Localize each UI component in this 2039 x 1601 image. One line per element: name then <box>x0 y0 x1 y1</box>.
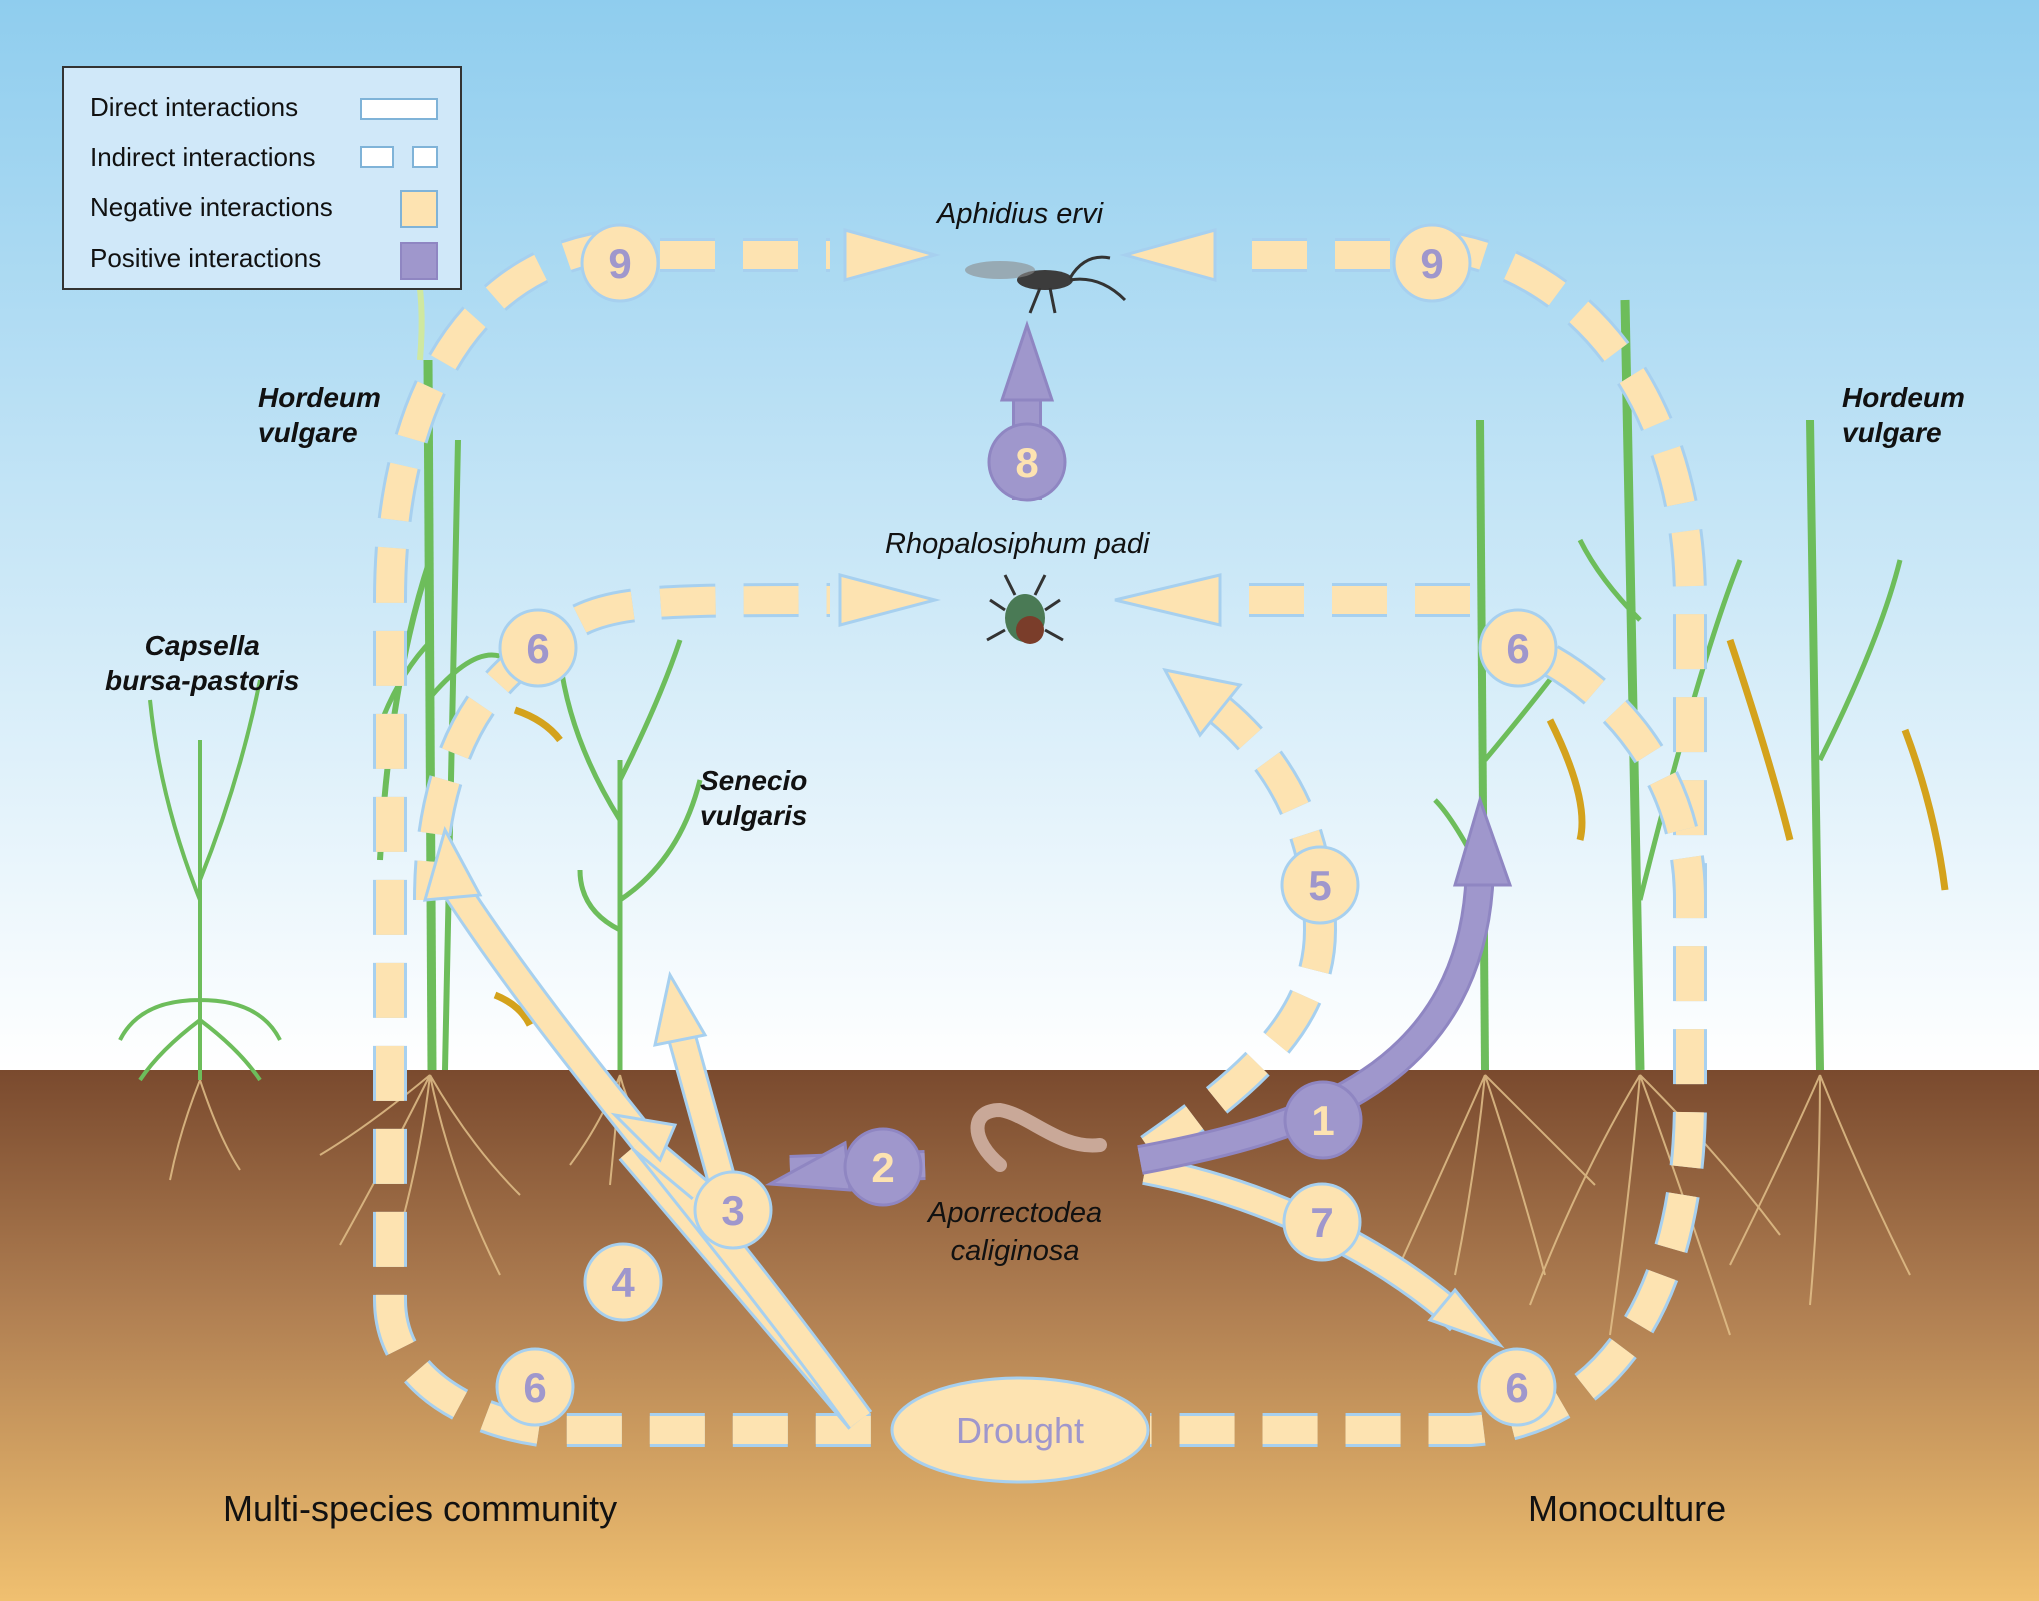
arrowhead-to-rhopalosiphum-right <box>1114 573 1222 627</box>
svg-text:4: 4 <box>611 1259 635 1306</box>
svg-text:7: 7 <box>1310 1199 1333 1246</box>
arrowhead-to-rhopalosiphum-left <box>838 573 941 627</box>
legend-positive-label: Positive interactions <box>90 243 322 273</box>
svg-text:3: 3 <box>721 1187 744 1234</box>
arrowhead-path-4 <box>422 826 483 902</box>
drought-label: Drought <box>956 1410 1084 1451</box>
legend-positive-swatch <box>400 242 438 280</box>
arrowhead-path-7 <box>1427 1287 1505 1349</box>
svg-text:2: 2 <box>871 1144 894 1191</box>
badge-5: 5 <box>1280 845 1360 925</box>
arrowhead-path-1 <box>1452 795 1513 887</box>
arrowhead-path-8 <box>999 320 1055 402</box>
badge-6-top-left: 6 <box>498 608 578 688</box>
badge-3: 3 <box>693 1170 773 1250</box>
capsella-plant <box>118 679 282 1082</box>
legend-direct-label: Direct interactions <box>90 92 299 122</box>
badge-6-bottom-left: 6 <box>495 1347 575 1427</box>
species-rhopalosiphum-padi: Rhopalosiphum padi <box>885 528 1150 560</box>
badge-6-bottom-right: 6 <box>1477 1347 1557 1427</box>
wasp-illustration <box>965 255 1127 314</box>
hordeum-right-plants <box>1433 299 1903 1071</box>
species-aporrectodea: Aporrectodea caliginosa <box>928 1197 1103 1267</box>
negative-direct-arrowheads <box>422 826 1505 1349</box>
species-capsella: Capsella bursa-pastoris <box>105 630 300 696</box>
legend-negative-label: Negative interactions <box>90 192 333 222</box>
badge-7: 7 <box>1282 1182 1362 1262</box>
arrowhead-path-3-senecio-roots <box>610 1112 678 1163</box>
legend-indirect-swatch-b <box>412 146 438 168</box>
aphid-illustration <box>986 574 1064 644</box>
svg-text:8: 8 <box>1015 439 1038 486</box>
negative-indirect-paths <box>373 228 1707 1447</box>
species-hordeum-right: Hordeum vulgare <box>1842 382 1965 448</box>
svg-text:9: 9 <box>608 240 631 287</box>
svg-text:5: 5 <box>1308 862 1331 909</box>
legend-negative-swatch <box>400 190 438 228</box>
legend-indirect-swatch-a <box>360 146 394 168</box>
interaction-badges: 9 9 8 6 6 5 1 2 3 4 7 6 6 <box>495 223 1558 1427</box>
drought-node: Drought <box>890 1376 1150 1484</box>
svg-text:6: 6 <box>523 1364 546 1411</box>
caption-multi-species: Multi-species community <box>223 1488 618 1529</box>
species-aphidius-ervi: Aphidius ervi <box>937 198 1104 230</box>
arrowhead-to-aphidius-right <box>1119 228 1217 282</box>
badge-9-right: 9 <box>1392 223 1472 303</box>
badge-4: 4 <box>583 1242 663 1322</box>
arrowhead-to-aphidius-left <box>843 228 941 282</box>
svg-text:6: 6 <box>1506 625 1529 672</box>
species-senecio: Senecio vulgaris <box>700 765 808 831</box>
badge-9-left: 9 <box>580 223 660 303</box>
species-hordeum-left: Hordeum vulgare <box>258 382 381 448</box>
negative-arrowheads <box>838 228 1243 738</box>
senecio-plant <box>557 639 703 1070</box>
earthworm-illustration <box>970 1102 1107 1172</box>
badge-2: 2 <box>843 1127 923 1207</box>
svg-text:9: 9 <box>1420 240 1443 287</box>
legend-direct-swatch <box>360 98 438 120</box>
arrowhead-path-5 <box>1162 667 1243 738</box>
legend: Direct interactions Indirect interaction… <box>62 66 462 290</box>
badge-6-top-right: 6 <box>1478 608 1558 688</box>
svg-text:6: 6 <box>1505 1364 1528 1411</box>
arrowhead-path-3-senecio <box>653 970 708 1047</box>
badge-8: 8 <box>987 422 1067 502</box>
caption-monoculture: Monoculture <box>1528 1488 1727 1529</box>
svg-text:1: 1 <box>1311 1097 1334 1144</box>
dry-leaves <box>493 638 1949 1027</box>
legend-indirect-label: Indirect interactions <box>90 142 316 172</box>
badge-1: 1 <box>1283 1080 1363 1160</box>
svg-text:6: 6 <box>526 625 549 672</box>
